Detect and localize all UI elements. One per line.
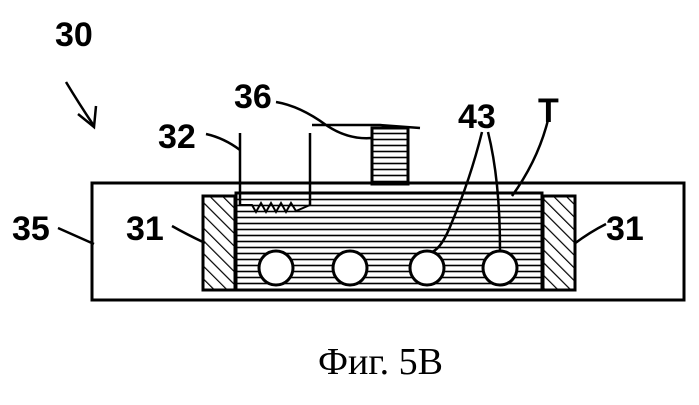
top-protrusion [372, 128, 408, 184]
label-t: T [538, 92, 559, 130]
circle-43-4 [483, 251, 517, 285]
circle-43-1 [259, 251, 293, 285]
pad-left-31 [203, 196, 235, 290]
leader-35 [58, 228, 94, 244]
label-31-right: 31 [606, 210, 644, 248]
circle-43-2 [333, 251, 367, 285]
label-43: 43 [458, 98, 496, 136]
figure-caption: Фиг. 5B [318, 341, 443, 383]
label-35: 35 [12, 210, 50, 248]
circle-43-3 [410, 251, 444, 285]
label-32: 32 [158, 118, 196, 156]
label-36: 36 [234, 78, 272, 116]
arrow-30-shaft [66, 82, 94, 126]
leader-32 [206, 134, 240, 150]
pad-right-31 [543, 196, 575, 290]
label-30: 30 [55, 16, 93, 54]
label-31-left: 31 [126, 210, 164, 248]
